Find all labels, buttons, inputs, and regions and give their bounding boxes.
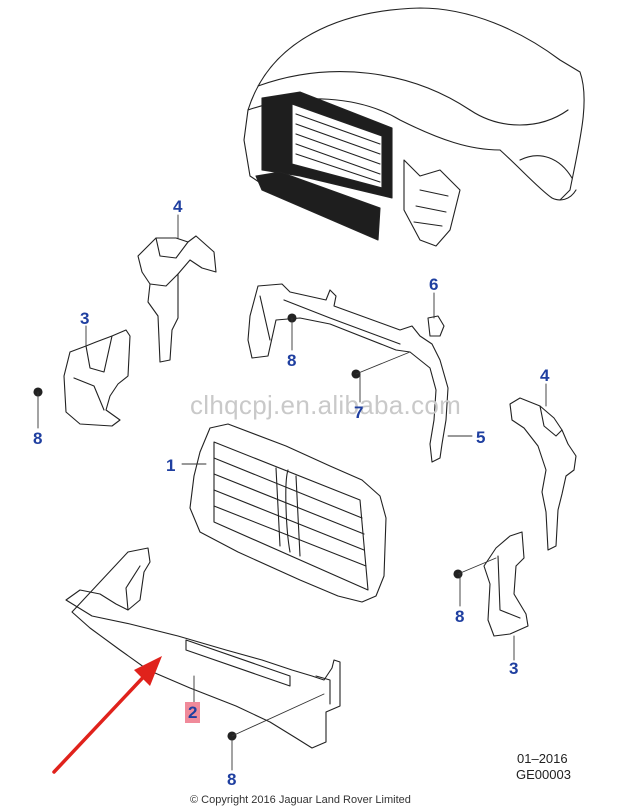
fastener-screws (33, 313, 463, 741)
callout-5: 5 (476, 428, 486, 447)
part-4-left-air-deflector-bracket (137, 235, 217, 363)
date-code: 01–2016 (517, 751, 568, 766)
callout-3-right: 3 (509, 659, 519, 678)
part-4-right-air-deflector-bracket (509, 397, 577, 551)
callout-3-left: 3 (80, 309, 90, 328)
callout-4-left: 4 (173, 197, 183, 216)
highlight-arrow (52, 656, 162, 774)
callout-6: 6 (429, 275, 439, 294)
part-1-active-grille-shutter (189, 423, 387, 603)
callout-1: 1 (166, 456, 176, 475)
part-3-right-deflector (483, 531, 529, 637)
figure-code: GE00003 (516, 767, 571, 782)
vehicle-radiator-assembly (255, 91, 393, 241)
part-6-clip (427, 315, 445, 337)
callout-8-right: 8 (455, 607, 465, 626)
part-5-upper-air-deflector (247, 283, 449, 463)
copyright-notice: © Copyright 2016 Jaguar Land Rover Limit… (190, 794, 411, 806)
callout-8-left: 8 (33, 429, 43, 448)
callout-2-highlighted: 2 (185, 702, 201, 723)
callout-8-bottom: 8 (227, 770, 237, 789)
callout-7: 7 (354, 403, 364, 422)
leader-lines (37, 214, 547, 771)
callout-8-center: 8 (287, 351, 297, 370)
part-3-left-deflector (63, 329, 131, 427)
callout-4-right: 4 (540, 366, 550, 385)
part-2-lower-air-deflector (65, 547, 341, 749)
watermark: clhqcpj.en.alibaba.com (190, 390, 462, 420)
